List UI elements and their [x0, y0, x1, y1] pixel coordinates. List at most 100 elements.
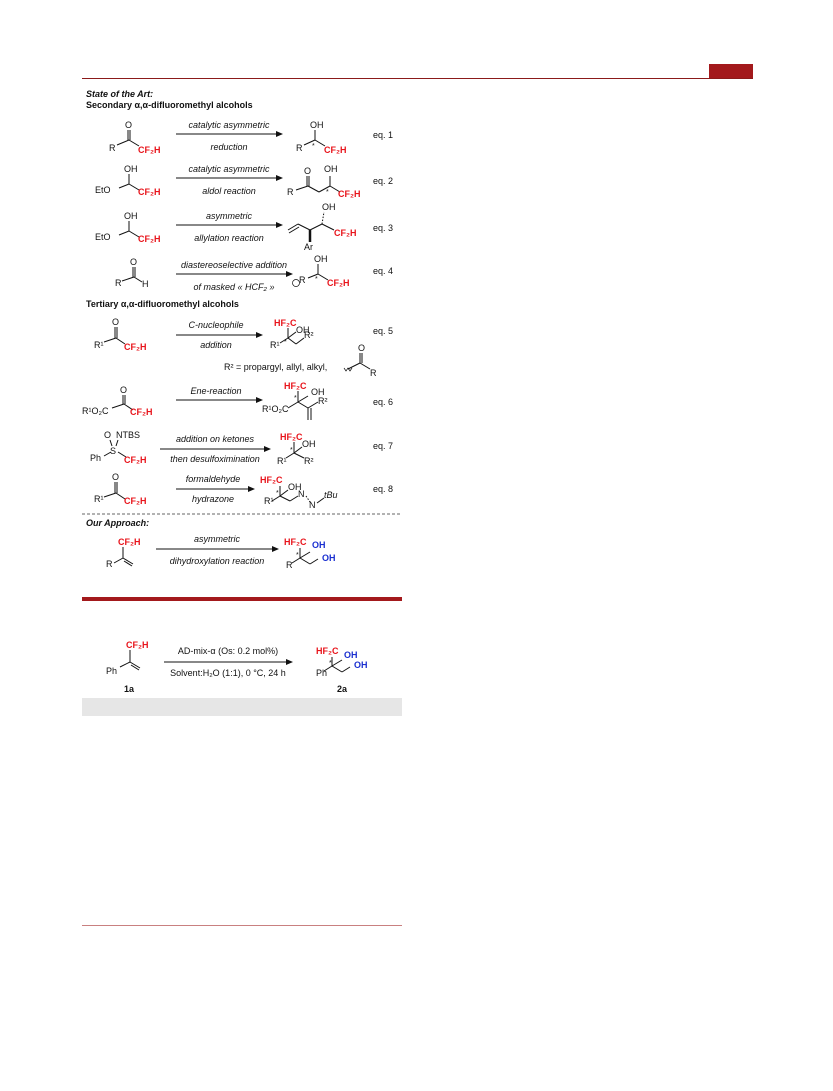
eq2-o: O — [304, 166, 311, 176]
eq8-prod-r1: R¹ — [264, 496, 274, 506]
eq5-note-o: O — [358, 343, 365, 353]
approach-prod-oh2: OH — [322, 553, 336, 563]
eq4-top: diastereoselective addition — [181, 260, 287, 270]
eq1-row: O R CF₂H catalytic asymmetric reduction … — [109, 120, 393, 155]
sm-ph: Ph — [106, 666, 117, 676]
eq4-bottom: of masked « HCF₂ » — [194, 282, 275, 292]
eq3-prod-cf2h: CF₂H — [334, 228, 357, 238]
eq5-o: O — [112, 317, 119, 327]
eq3-label: eq. 3 — [373, 223, 393, 233]
eq3-cf2h: CF₂H — [138, 234, 161, 244]
eq6-star: * — [294, 395, 297, 402]
prod-star: * — [329, 660, 332, 667]
eq2-row: OH EtO CF₂H catalytic asymmetric aldol r… — [95, 164, 393, 199]
header-corner-tab — [709, 64, 753, 78]
eq8-prod-oh: OH — [288, 482, 302, 492]
reaction-bottom: Solvent:H₂O (1:1), 0 °C, 24 h — [170, 668, 286, 678]
eq7-bottom: then desulfoximination — [170, 454, 260, 464]
eq5-label: eq. 5 — [373, 326, 393, 336]
eq2-label: eq. 2 — [373, 176, 393, 186]
eq6-top: Ene-reaction — [190, 386, 241, 396]
eq7-prod-r1: R¹ — [277, 456, 287, 466]
eq1-top: catalytic asymmetric — [188, 120, 270, 130]
eq5-r1: R¹ — [94, 340, 104, 350]
reaction-top: AD-mix-α (Os: 0.2 mol%) — [178, 646, 278, 656]
reaction-figure: CF₂H Ph 1a AD-mix-α (Os: 0.2 mol%) Solve… — [82, 630, 402, 700]
eq7-star: * — [290, 447, 293, 454]
prod-oh1: OH — [344, 650, 358, 660]
eq2-oh: OH — [124, 164, 138, 174]
eq8-top: formaldehyde — [186, 474, 241, 484]
eq5-note-r: R — [370, 368, 377, 378]
eq2-cf2h: CF₂H — [138, 187, 161, 197]
eq5-prod-oh: OH — [296, 325, 310, 335]
table-header-band — [82, 698, 402, 716]
eq7-row: O NTBS S Ph CF₂H addition on ketones the… — [90, 430, 393, 466]
eq7-ntbs: NTBS — [116, 430, 140, 440]
eq8-row: O R¹ CF₂H formaldehyde hydrazone HF₂C OH… — [94, 472, 393, 510]
eq2-bottom: aldol reaction — [202, 186, 256, 196]
approach-r: R — [106, 559, 113, 569]
eq1-o: O — [125, 120, 132, 130]
eq4-row: O R H diastereoselective addition of mas… — [115, 254, 393, 292]
our-approach-heading: Our Approach: — [86, 518, 149, 528]
scheme-figure: State of the Art: Secondary α,α-difluoro… — [82, 82, 402, 602]
eq3-oh: OH — [124, 211, 138, 221]
eq2-star: * — [326, 189, 329, 196]
section-rule — [82, 597, 402, 601]
eq4-o: O — [130, 257, 137, 267]
eq3-bottom: allylation reaction — [194, 233, 264, 243]
eq2-top: catalytic asymmetric — [188, 164, 270, 174]
eq1-star: * — [312, 143, 315, 150]
eq6-prod-oh: OH — [311, 387, 325, 397]
prod-hf2c: HF₂C — [316, 646, 339, 656]
eq5-prod-r2: R² — [304, 330, 314, 340]
eq5-star: * — [284, 339, 287, 346]
eq6-label: eq. 6 — [373, 397, 393, 407]
eq7-prod-r2: R² — [304, 456, 314, 466]
eq6-row: O R¹O₂C CF₂H Ene-reaction HF₂C OH R² R¹O… — [82, 381, 393, 420]
eq5-prod-hf2c: HF₂C — [274, 318, 297, 328]
eq7-cf2h: CF₂H — [124, 455, 147, 465]
eq8-cf2h: CF₂H — [124, 496, 147, 506]
eq4-prod-oh: OH — [314, 254, 328, 264]
eq1-oh: OH — [310, 120, 324, 130]
eq3-row: OH EtO CF₂H asymmetric allylation reacti… — [95, 202, 393, 252]
eq5-bottom: addition — [200, 340, 232, 350]
eq8-prod-tbu: tBu — [324, 490, 338, 500]
eq5-top: C-nucleophile — [188, 320, 243, 330]
eq8-r1: R¹ — [94, 494, 104, 504]
eq1-r: R — [109, 143, 116, 153]
eq8-prod-n1: N — [298, 489, 305, 499]
eq8-bottom: hydrazone — [192, 494, 234, 504]
header-rule — [82, 78, 753, 79]
approach-cf2h: CF₂H — [118, 537, 141, 547]
eq6-prod-r1o2c: R¹O₂C — [262, 404, 289, 414]
eq4-minus-circle — [292, 279, 300, 287]
approach-prod-r: R — [286, 560, 293, 570]
eq1-label: eq. 1 — [373, 130, 393, 140]
bottom-rule — [82, 925, 402, 926]
eq6-o: O — [120, 385, 127, 395]
eq8-star: * — [276, 490, 279, 497]
sm-label: 1a — [124, 684, 135, 694]
sm-cf2h: CF₂H — [126, 640, 149, 650]
eq6-prod-r2: R² — [318, 396, 328, 406]
eq4-h: H — [142, 279, 149, 289]
eq8-prod-n2: N — [309, 500, 316, 510]
prod-oh2: OH — [354, 660, 368, 670]
approach-star: * — [296, 552, 299, 559]
approach-top: asymmetric — [194, 534, 241, 544]
eq8-label: eq. 8 — [373, 484, 393, 494]
eq8-o: O — [112, 472, 119, 482]
eq1-prod-r: R — [296, 143, 303, 153]
eq4-star: * — [315, 276, 318, 283]
eq2-eto: EtO — [95, 185, 111, 195]
state-of-art-heading: State of the Art: — [86, 89, 153, 99]
eq7-prod-hf2c: HF₂C — [280, 432, 303, 442]
eq7-s: S — [110, 446, 116, 456]
eq4-label: eq. 4 — [373, 266, 393, 276]
eq3-eto: EtO — [95, 232, 111, 242]
eq6-prod-hf2c: HF₂C — [284, 381, 307, 391]
eq3-prod-ar: Ar — [304, 242, 313, 252]
